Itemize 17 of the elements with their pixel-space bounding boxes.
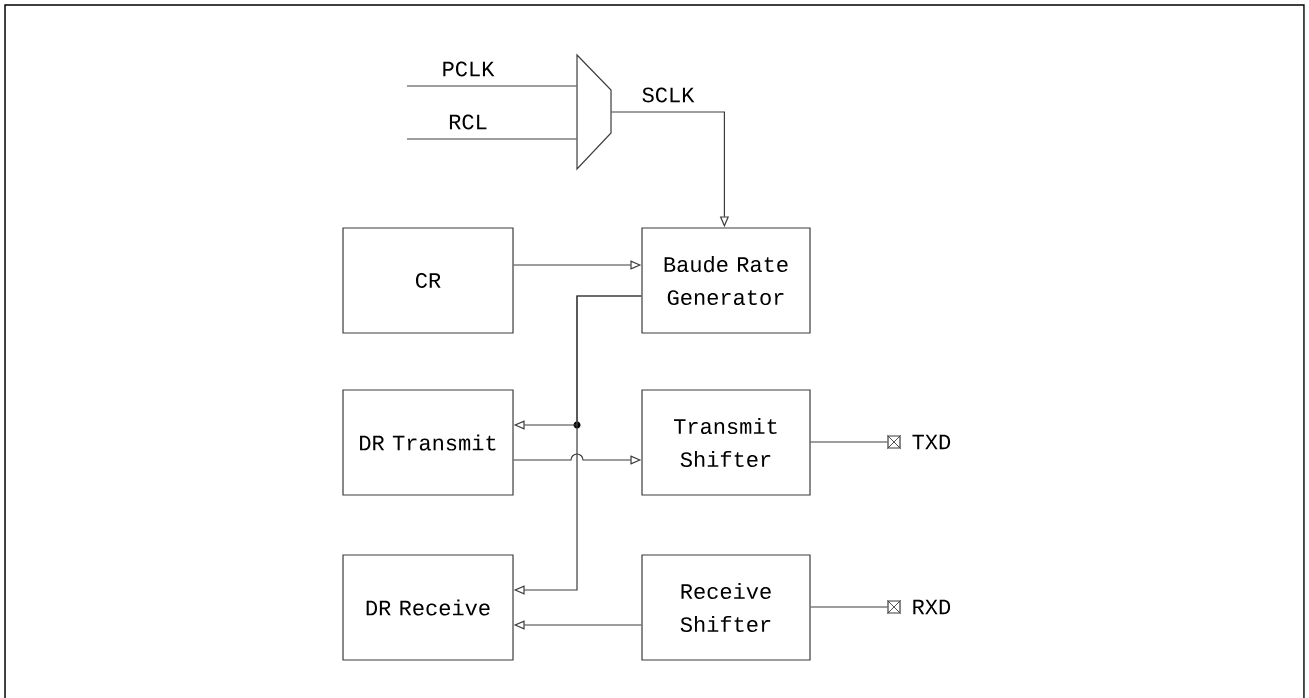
block-box: Baude Rate Generator — [641, 227, 811, 334]
connector-line — [406, 85, 577, 87]
pin-symbol — [886, 599, 902, 615]
block-box: CR — [342, 227, 514, 334]
block-box: Transmit Shifter — [641, 389, 811, 496]
block-box: DR Receive — [342, 554, 514, 661]
block-box: DR Transmit — [342, 389, 514, 496]
connector-line — [810, 606, 888, 608]
connector-line — [406, 138, 577, 140]
connector-line — [810, 441, 888, 443]
signal-label: PCLK — [443, 61, 495, 77]
pin-symbol — [886, 434, 902, 450]
pin-label: TXD — [912, 434, 951, 450]
signal-label: SCLK — [642, 87, 695, 103]
pin-label: RXD — [913, 599, 951, 615]
block-box: Receive Shifter — [641, 554, 811, 661]
signal-label: RCL — [449, 114, 487, 130]
